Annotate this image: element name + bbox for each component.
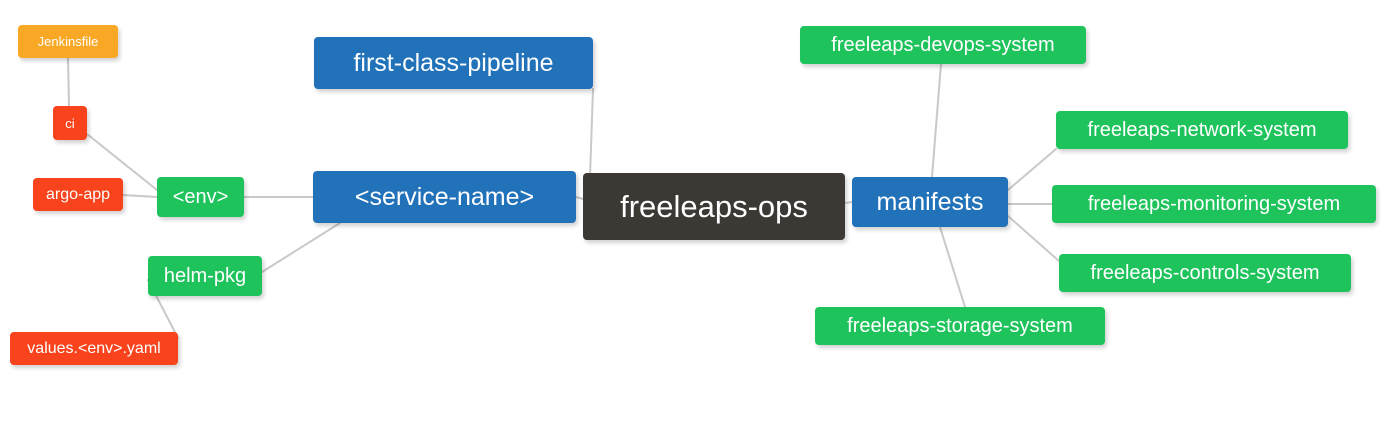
mindmap-node-root[interactable]: freeleaps-ops [583, 173, 845, 240]
edge-manifests-to-storage [939, 226, 966, 308]
mindmap-node-label: ci [65, 115, 75, 131]
mindmap-node-label: argo-app [45, 185, 111, 203]
mindmap-node-ci[interactable]: ci [53, 106, 87, 140]
mindmap-node-manifests[interactable]: manifests [852, 177, 1008, 227]
mindmap-node-label: freeleaps-devops-system [831, 34, 1055, 56]
mindmap-node-label: first-class-pipeline [353, 48, 554, 77]
edge-root-to-manifests [844, 201, 853, 204]
mindmap-node-helm[interactable]: helm-pkg [148, 256, 262, 296]
mindmap-node-storage[interactable]: freeleaps-storage-system [815, 307, 1105, 345]
edge-manifests-to-network [1007, 148, 1057, 191]
mindmap-node-argoapp[interactable]: argo-app [33, 178, 123, 211]
edge-manifests-to-devops [931, 63, 942, 178]
mindmap-node-label: freeleaps-controls-system [1090, 262, 1320, 284]
mindmap-node-devops[interactable]: freeleaps-devops-system [800, 26, 1086, 64]
mindmap-node-label: freeleaps-storage-system [847, 315, 1073, 337]
mindmap-node-monitoring[interactable]: freeleaps-monitoring-system [1052, 185, 1376, 223]
edge-ci-to-jenkinsfile [67, 57, 70, 107]
mindmap-node-label: freeleaps-ops [620, 189, 808, 224]
edge-env-to-argoapp [122, 194, 158, 198]
mindmap-node-label: Jenkinsfile [37, 34, 99, 49]
mindmap-node-label: freeleaps-network-system [1087, 119, 1317, 141]
mindmap-node-label: <env> [172, 186, 229, 208]
mindmap-node-pipeline[interactable]: first-class-pipeline [314, 37, 593, 89]
mindmap-node-label: manifests [876, 187, 984, 216]
edge-root-to-pipeline [589, 88, 594, 178]
mindmap-node-label: values.<env>.yaml [27, 339, 161, 357]
mindmap-node-label: helm-pkg [163, 265, 247, 287]
mindmap-node-controls[interactable]: freeleaps-controls-system [1059, 254, 1351, 292]
mindmap-node-valuesyaml[interactable]: values.<env>.yaml [10, 332, 178, 365]
mindmap-node-label: <service-name> [354, 182, 535, 211]
edge-service-to-helm [261, 222, 341, 273]
mindmap-node-env[interactable]: <env> [157, 177, 244, 217]
edge-root-to-service [575, 196, 584, 200]
edge-env-to-ci [86, 133, 158, 191]
edge-manifests-to-controls [1007, 215, 1060, 262]
mindmap-node-jenkinsfile[interactable]: Jenkinsfile [18, 25, 118, 58]
mindmap-node-service[interactable]: <service-name> [313, 171, 576, 223]
mindmap-node-network[interactable]: freeleaps-network-system [1056, 111, 1348, 149]
mindmap-node-label: freeleaps-monitoring-system [1087, 193, 1341, 215]
